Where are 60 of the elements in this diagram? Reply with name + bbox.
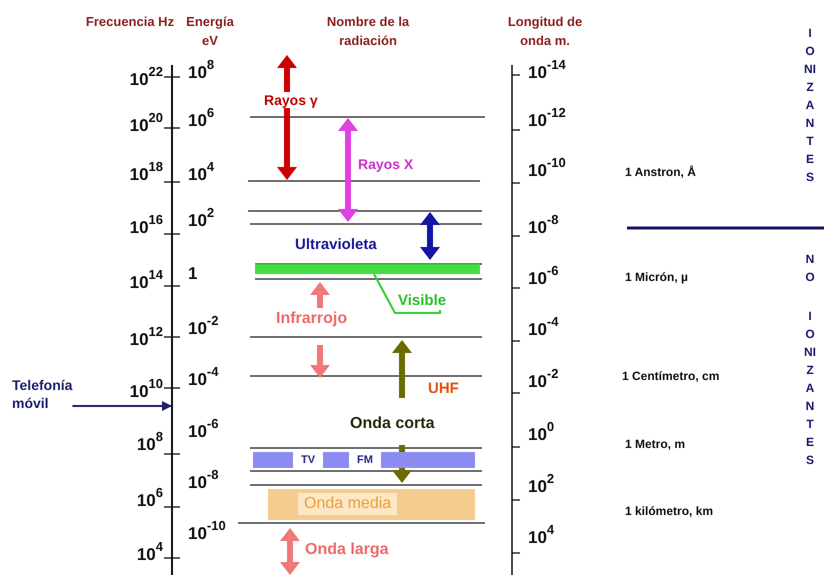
leader-text: Visible [398,292,446,310]
unit-label: 1 Centímetro, cm [622,369,720,383]
tick-label: 10$^{4}$ [136,538,163,563]
band-label: UHF [428,380,459,397]
tick-label: 10$^{-8}$ [188,466,218,491]
caption-text: Telefonía móvil [12,376,72,412]
unit-label: 1 Metro, m [625,437,686,451]
unit-label: 1 Anstron, Å [625,165,696,179]
tick-label: 10$^{-10}$ [188,517,226,542]
band-label: Onda media [298,493,398,515]
tick-label: 10$^{-12}$ [528,104,566,129]
band-label: TV [293,452,324,468]
tick-label: 10$^{-2}$ [188,312,218,337]
tick-label: 10$^{-6}$ [188,415,218,440]
tick-label: 10$^{-4}$ [528,313,558,338]
tick-label: 10$^{8}$ [136,428,163,453]
axis-title: Energía eV [185,13,235,50]
band-label: Infrarrojo [276,310,348,328]
tick-label: 10$^{2}$ [528,470,554,495]
leader-line [373,274,441,314]
band-label: Rayos γ [262,92,320,108]
tick-label: 10$^{20}$ [130,109,163,134]
tick-label: 10$^{-6}$ [528,262,558,287]
visible-band [255,264,480,274]
tick-label: 10$^{14}$ [130,266,163,291]
tick-label: 10$^{6}$ [136,484,163,509]
tick-label: 10$^{-2}$ [528,365,558,390]
tick-label: 10$^{12}$ [130,323,163,348]
tick-label: 10$^{6}$ [188,104,214,129]
unit-label: 1 kilómetro, km [625,504,714,518]
tick-label: 10$^{4}$ [528,521,554,546]
tick-label: 10$^{18}$ [130,158,163,183]
band-label: Ultravioleta [295,236,377,253]
tick-label: 10$^{-8}$ [528,211,558,236]
frequency-band [268,489,475,520]
frequency-band [253,452,475,468]
leader-line [72,401,172,411]
tick-label: 1 [188,263,198,282]
frequency-axis [171,65,173,575]
vertical-label: NO [804,251,816,286]
tick-label: 10$^{22}$ [130,63,163,88]
band-label: Onda larga [305,541,389,559]
band-label: Onda corta [350,415,434,433]
band-label: Rayos X [358,156,414,172]
tick-label: 10$^{10}$ [130,375,163,400]
vertical-label: IONIZANTES [804,25,816,186]
tick-label: 10$^{8}$ [188,56,214,81]
vertical-label: IONIZANTES [804,308,816,469]
band-label: FM [349,452,381,468]
tick-label: 10$^{-14}$ [528,56,566,81]
tick-label: 10$^{0}$ [528,418,554,443]
axis-title: Frecuencia Hz [84,13,176,31]
unit-label: 1 Micrón, µ [625,270,688,284]
tick-label: 10$^{2}$ [188,204,214,229]
tick-label: 10$^{16}$ [130,211,163,236]
axis-title: Longitud de onda m. [506,13,584,50]
axis-title: Nombre de la radiación [326,13,410,50]
tick-label: 10$^{-10}$ [528,154,566,179]
tick-label: 10$^{-4}$ [188,363,218,388]
tick-label: 10$^{4}$ [188,158,214,183]
